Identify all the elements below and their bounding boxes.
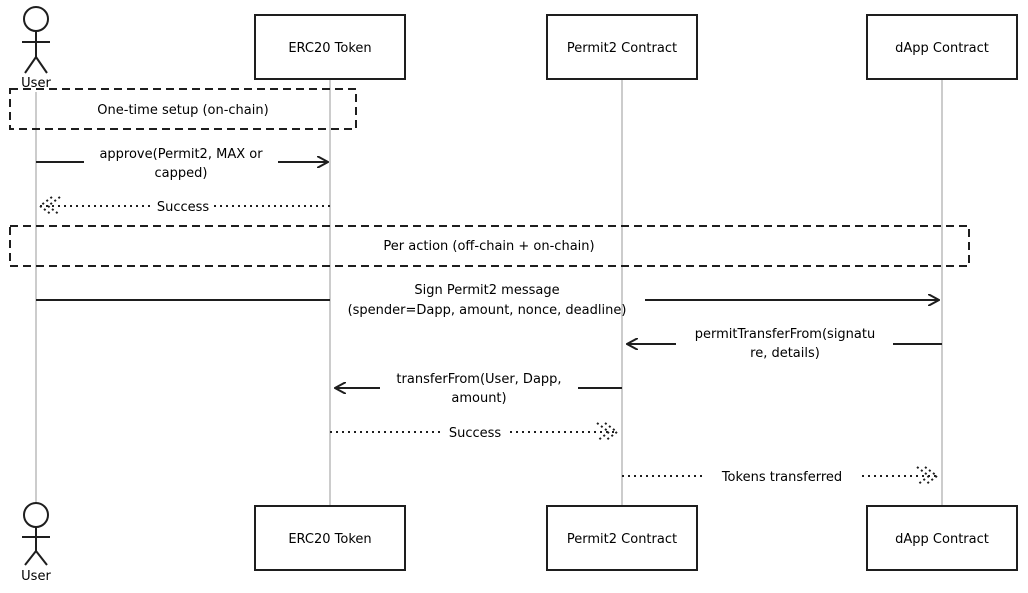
group-one-time-setup: One-time setup (on-chain) [9, 88, 357, 130]
message-tokens-transferred: Tokens transferred [622, 466, 939, 486]
actor-user-top: User [21, 6, 51, 91]
message-transfer-from: transferFrom(User, Dapp, amount) [335, 372, 622, 406]
message-label: (spender=Dapp, amount, nonce, deadline) [348, 303, 627, 318]
message-label: Tokens transferred [721, 470, 842, 485]
group-per-action: Per action (off-chain + on-chain) [9, 225, 970, 267]
message-label: transferFrom(User, Dapp, [396, 372, 561, 387]
message-label: Sign Permit2 message [414, 283, 559, 298]
message-label: permitTransferFrom(signatu [695, 327, 875, 342]
message-label: approve(Permit2, MAX or [99, 147, 263, 162]
participant-label: ERC20 Token [288, 532, 371, 547]
participant-permit2-top: Permit2 Contract [546, 14, 698, 80]
message-approve: approve(Permit2, MAX or capped) [36, 147, 328, 181]
participant-dapp-bottom: dApp Contract [866, 505, 1018, 571]
message-label: re, details) [750, 346, 820, 361]
message-sign-permit2: Sign Permit2 message (spender=Dapp, amou… [36, 283, 939, 318]
message-label: Success [157, 200, 210, 215]
message-label: capped) [155, 166, 208, 181]
participant-label: dApp Contract [895, 532, 989, 547]
stick-figure-icon [22, 6, 50, 74]
message-permit-transfer-from: permitTransferFrom(signatu re, details) [627, 327, 942, 361]
participant-label: ERC20 Token [288, 41, 371, 56]
stick-figure-icon [22, 502, 50, 566]
message-success-user: Success [38, 196, 330, 216]
group-label: Per action (off-chain + on-chain) [383, 239, 594, 254]
actor-label: User [21, 76, 51, 91]
group-label: One-time setup (on-chain) [97, 103, 268, 118]
participant-label: Permit2 Contract [567, 532, 677, 547]
participant-label: dApp Contract [895, 41, 989, 56]
actor-user-bottom: User [21, 502, 51, 584]
message-success-permit2: Success [330, 422, 619, 442]
participant-erc20-top: ERC20 Token [254, 14, 406, 80]
participant-label: Permit2 Contract [567, 41, 677, 56]
participant-permit2-bottom: Permit2 Contract [546, 505, 698, 571]
message-label: Success [449, 426, 502, 441]
participant-dapp-top: dApp Contract [866, 14, 1018, 80]
actor-label: User [21, 569, 51, 584]
message-label: amount) [451, 391, 506, 406]
participant-erc20-bottom: ERC20 Token [254, 505, 406, 571]
